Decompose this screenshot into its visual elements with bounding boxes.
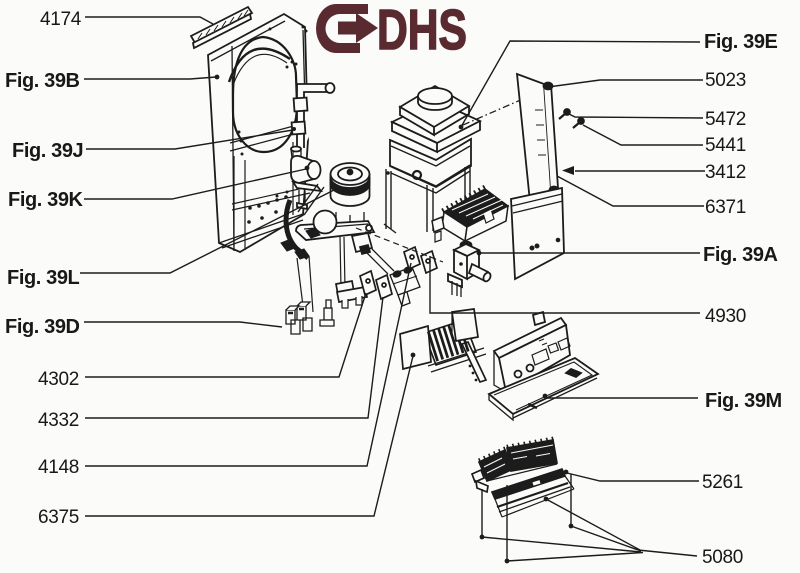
svg-text:5261: 5261 [702,472,743,493]
svg-text:Fig. 39A: Fig. 39A [703,244,778,266]
svg-text:Fig. 39D: Fig. 39D [5,316,80,338]
svg-text:5441: 5441 [705,135,746,156]
svg-text:4332: 4332 [38,410,79,431]
svg-text:3412: 3412 [705,162,746,183]
svg-text:Fig. 39K: Fig. 39K [8,189,84,211]
svg-text:6371: 6371 [705,197,746,218]
svg-text:4930: 4930 [705,306,746,327]
svg-text:4302: 4302 [38,369,79,390]
svg-text:5080: 5080 [702,547,743,568]
svg-text:Fig. 39M: Fig. 39M [705,390,782,412]
svg-text:Fig. 39B: Fig. 39B [5,70,80,92]
svg-text:4174: 4174 [40,9,82,30]
svg-text:5472: 5472 [705,109,746,130]
svg-text:Fig. 39J: Fig. 39J [12,140,83,162]
svg-text:4148: 4148 [38,457,79,478]
svg-text:6375: 6375 [38,507,79,528]
svg-text:DHS: DHS [377,0,467,62]
svg-text:5023: 5023 [705,70,746,91]
svg-text:Fig. 39L: Fig. 39L [7,267,80,289]
svg-text:Fig. 39E: Fig. 39E [704,31,778,53]
